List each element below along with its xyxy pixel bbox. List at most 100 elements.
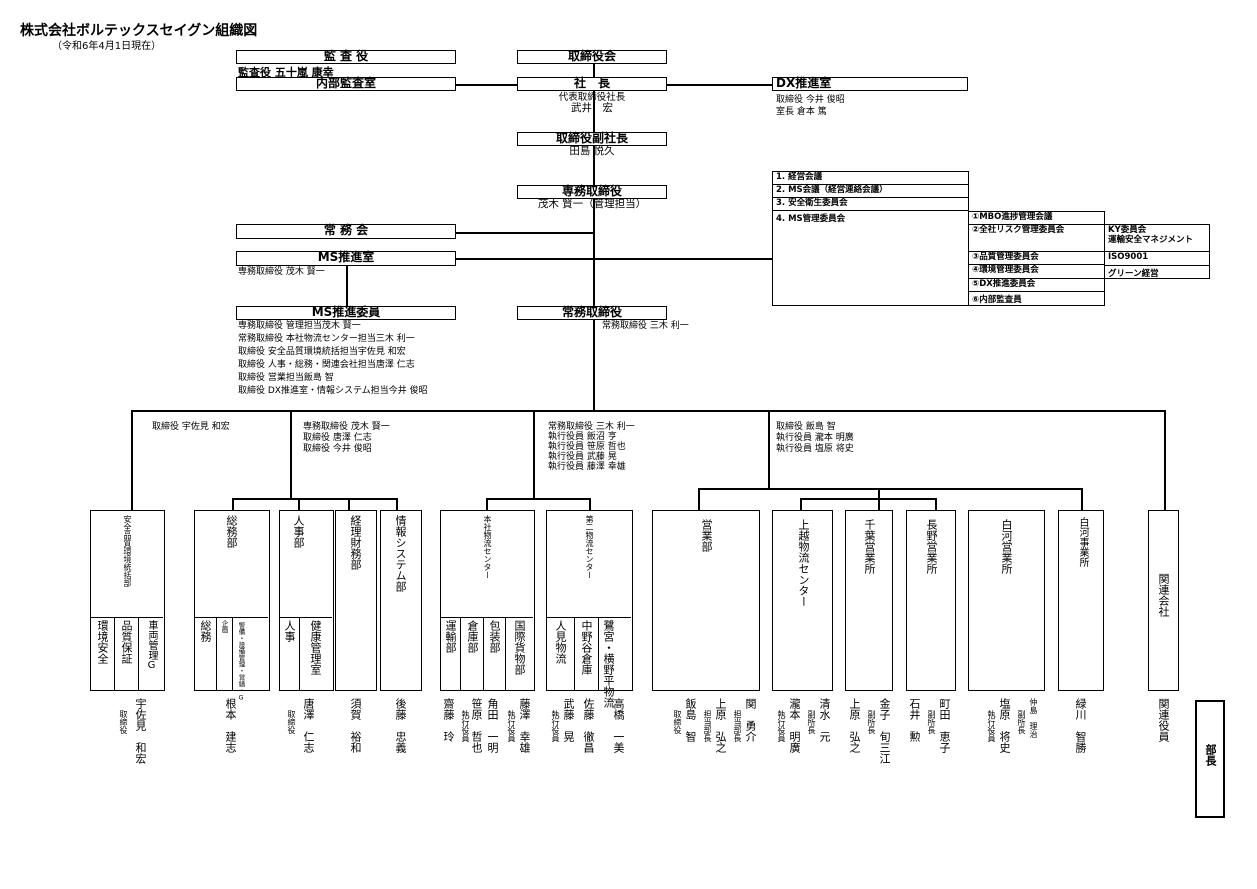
manager-name: 関連役員 (1157, 698, 1170, 742)
committee-row: ④環境管理委員会 (969, 265, 1104, 279)
sub-unit: 品質保証 (115, 618, 139, 691)
dept-name: 経理財務部 (349, 515, 362, 570)
sub-unit-label: 人事 (283, 620, 296, 642)
manager-title: 担当部長 (733, 710, 742, 742)
sub-unit-label: 車両管理G (146, 620, 157, 671)
manager-name: 瀧本 明廣 (788, 698, 801, 753)
connector (1164, 410, 1166, 510)
sub-unit: 包装部 (484, 618, 506, 691)
committee-row: ②全社リスク管理委員会 (969, 225, 1104, 252)
legend-label: 部長 (1204, 744, 1217, 766)
manager-name: 町田 恵子 (938, 698, 951, 753)
managing-director-name: 常務取締役 三木 利一 (602, 321, 689, 331)
sub-unit-label: 人見物流 (554, 620, 567, 664)
connector (698, 488, 700, 510)
auditor-box: 監 査 役 (236, 50, 456, 64)
meeting-row: 1. 経営会議 (773, 172, 968, 185)
branch-head-line: 専務取締役 茂木 賢一 (303, 422, 390, 432)
sub-units: 総務 企画 警備・設備管理・営繕・G (195, 617, 268, 702)
connector (486, 498, 488, 510)
branch-head-line: 執行役員 藤澤 幸雄 (548, 462, 626, 472)
manager-title: 執行役員 (461, 710, 470, 742)
ms-office-box: MS推進室 (236, 251, 456, 266)
sub-units: 人見物流 中野谷倉庫 鷺宮・横野平物流 (547, 617, 631, 708)
board-box: 取締役会 (517, 50, 667, 64)
ms-member: 専務取締役 管理担当茂木 賢一 (238, 321, 361, 331)
committee-note: ISO9001 (1105, 252, 1209, 266)
sub-unit-label: 健康管理室 (309, 620, 322, 675)
dept-name: 白河営業所 (1000, 519, 1013, 574)
dept-name: 人事部 (292, 515, 305, 548)
dept-hq-logistics: 本社物流センター 運輸部 倉庫部 包装部 国際貨物部 (440, 510, 535, 691)
connector (232, 498, 234, 510)
manager-name: 塩原 将史 (998, 698, 1011, 753)
manager-title: 執行役員 (551, 710, 560, 742)
manager-title: 取締役 (673, 710, 682, 734)
connector (456, 232, 594, 234)
dept-name: 長野営業所 (925, 519, 938, 574)
ms-member: 取締役 DX推進室・情報システム担当今井 俊昭 (238, 386, 428, 396)
dept-name: 第二物流センター (585, 515, 594, 579)
internal-audit-box: 内部監査室 (236, 77, 456, 91)
dx-member-2: 室長 倉本 篤 (776, 107, 827, 117)
committee-note: KY委員会 運輸安全マネジメント (1105, 225, 1209, 252)
meeting-row: 2. MS会議（経営連絡会議） (773, 185, 968, 198)
committee-note-text: KY委員会 (1108, 225, 1147, 235)
ms-committee-box: MS推進委員 (236, 306, 456, 320)
connector (131, 410, 1165, 412)
dept-nagano-office: 長野営業所 (906, 510, 956, 691)
dept-name: 本社物流センター (483, 515, 492, 579)
dept-general-affairs: 総務部 総務 企画 警備・設備管理・営繕・G (194, 510, 270, 702)
sub-unit: 健康管理室 (300, 618, 332, 691)
committee-row: ⑤DX推進委員会 (969, 279, 1104, 292)
manager-name: 緑川 智勝 (1074, 698, 1087, 753)
sub-unit: 環境安全 (91, 618, 115, 691)
sub-unit: 人事 (280, 618, 300, 691)
connector (800, 498, 935, 500)
dept-human-resources: 人事部 人事 健康管理室 (279, 510, 334, 691)
dept-name: 千葉営業所 (863, 519, 876, 574)
dept-name: 営業部 (700, 519, 713, 552)
connector (800, 498, 802, 510)
connector (348, 498, 350, 510)
branch-head-line: 取締役 飯島 智 (776, 422, 836, 432)
sub-unit: 人見物流 (547, 618, 575, 691)
connector (935, 498, 937, 510)
manager-name: 金子 旬三江 (878, 698, 891, 764)
auditor-name: 監査役 五十嵐 康幸 (238, 66, 334, 79)
connector (456, 258, 772, 260)
sub-unit-label: 総務 (199, 620, 212, 642)
dept-safety-quality: 安全品質環境統括部 環境安全 品質保証 車両管理G (90, 510, 165, 691)
sub-unit-label: 倉庫部 (466, 620, 479, 653)
sub-unit: 警備・設備管理・営繕・G (233, 618, 268, 702)
manager-name: 角田 一明 (486, 698, 499, 753)
vice-president-box: 取締役副社長 (517, 132, 667, 146)
connector (1081, 488, 1083, 510)
branch-head-line: 執行役員 塩原 将史 (776, 444, 854, 454)
committee-row: ①MBO進捗管理会議 (969, 212, 1104, 225)
manager-name: 齋藤 玲 (442, 698, 455, 742)
manager-name: 上原 弘之 (848, 698, 861, 753)
managing-director-box: 常務取締役 (517, 306, 667, 320)
ms-member: 常務取締役 本社物流センター担当三木 利一 (238, 334, 415, 344)
jomukai-box: 常 務 会 (236, 224, 456, 239)
committee-row: ⑥内部監査員 (972, 295, 1022, 305)
meetings-table: 1. 経営会議 2. MS会議（経営連絡会議） 3. 安全衛生委員会 4. MS… (772, 171, 969, 306)
connector (968, 198, 969, 211)
connector (593, 60, 595, 410)
connector (396, 498, 398, 510)
connector (290, 410, 292, 498)
branch-head-line: 取締役 今井 俊昭 (303, 444, 372, 454)
manager-title: 副所長 (807, 710, 816, 734)
branch-head-line: 執行役員 武藤 晃 (548, 452, 617, 462)
dx-member-1: 取締役 今井 俊昭 (776, 95, 845, 105)
manager-name: 関 勇介 (744, 698, 757, 742)
manager-title: 副所長 (1017, 710, 1026, 734)
dx-office-box: DX推進室 (772, 77, 968, 91)
committees-table: ①MBO進捗管理会議 ②全社リスク管理委員会 ③品質管理委員会 ④環境管理委員会… (968, 211, 1105, 306)
manager-name: 清水 元 (818, 698, 831, 742)
manager-name: 須賀 裕和 (349, 698, 362, 753)
connector (533, 410, 535, 498)
connector (232, 498, 397, 500)
dept-shirakawa-site: 白河事業所 (1058, 510, 1104, 691)
